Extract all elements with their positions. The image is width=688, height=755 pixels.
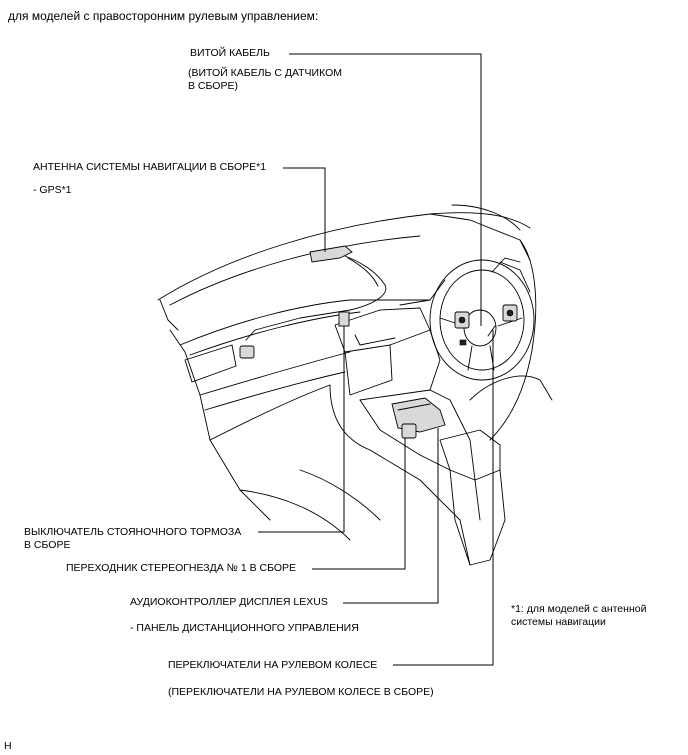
leader-stereo-adapter xyxy=(312,438,406,570)
label-spiral-cable-sub1: (ВИТОЙ КАБЕЛЬ С ДАТЧИКОМ xyxy=(188,67,342,79)
label-steering-switches: ПЕРЕКЛЮЧАТЕЛИ НА РУЛЕВОМ КОЛЕСЕ xyxy=(168,659,378,671)
leader-parking-brake xyxy=(258,326,345,533)
label-parking-brake-line2: В СБОРЕ xyxy=(24,539,71,551)
dashboard-outline xyxy=(157,204,553,566)
leader-spiral-cable xyxy=(289,53,482,326)
audio-controller-part xyxy=(391,397,446,433)
label-stereo-adapter: ПЕРЕХОДНИК СТЕРЕОГНЕЗДА № 1 В СБОРЕ xyxy=(66,562,297,574)
label-spiral-cable: ВИТОЙ КАБЕЛЬ xyxy=(190,47,270,59)
leader-lines xyxy=(258,53,494,666)
footnote-line1: *1: для моделей с антенной xyxy=(511,603,647,615)
leader-audio-controller xyxy=(343,428,439,604)
label-steering-switches-sub: (ПЕРЕКЛЮЧАТЕЛИ НА РУЛЕВОМ КОЛЕСЕ В СБОРЕ… xyxy=(168,686,434,698)
page-header: для моделей с правосторонним рулевым упр… xyxy=(8,9,319,23)
steering-wheel-outer xyxy=(429,259,535,381)
leader-nav-antenna xyxy=(283,167,326,252)
nav-antenna-part xyxy=(309,245,353,263)
corner-mark: H xyxy=(4,740,12,752)
label-spiral-cable-sub2: В СБОРЕ) xyxy=(188,80,238,92)
parking-brake-switch-part xyxy=(338,311,350,327)
label-gps: - GPS*1 xyxy=(33,184,72,196)
label-parking-brake-line1: ВЫКЛЮЧАТЕЛЬ СТОЯНОЧНОГО ТОРМОЗА xyxy=(24,526,242,538)
label-nav-antenna: АНТЕННА СИСТЕМЫ НАВИГАЦИИ В СБОРЕ*1 xyxy=(33,161,267,173)
label-audio-controller: АУДИОКОНТРОЛЛЕР ДИСПЛЕЯ LEXUS xyxy=(130,596,328,608)
footnote-line2: системы навигации xyxy=(511,616,606,628)
label-remote-panel: - ПАНЕЛЬ ДИСТАНЦИОННОГО УПРАВЛЕНИЯ xyxy=(130,622,359,634)
antenna-connector xyxy=(239,345,255,359)
stereo-adapter-part xyxy=(401,423,417,439)
leader-steering-switches xyxy=(393,330,494,666)
